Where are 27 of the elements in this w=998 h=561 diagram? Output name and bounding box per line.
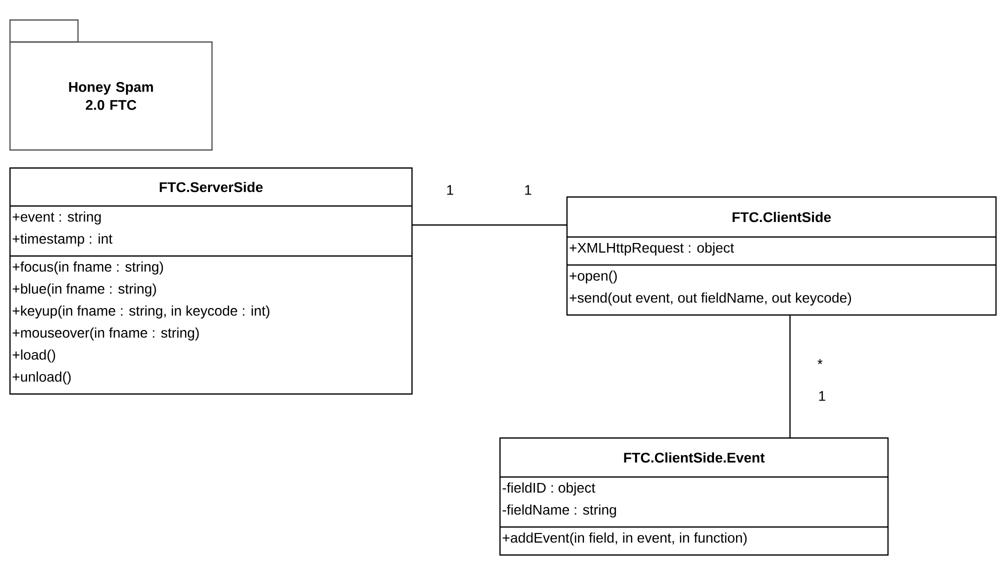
class-name: FTC.ClientSide — [732, 212, 831, 222]
multiplicity-label: 1 — [447, 185, 454, 195]
class-box — [499, 437, 889, 556]
multiplicity-label: 1 — [819, 391, 826, 401]
method-text: +open() — [570, 270, 617, 284]
class-box — [9, 167, 413, 395]
method-text: +focus(in fname : string) — [12, 261, 163, 274]
association-line — [412, 224, 567, 226]
attribute-text: +event : string — [12, 211, 101, 224]
attribute-text: +timestamp : int — [12, 233, 112, 246]
method-text: +addEvent(in field, in event, in function) — [502, 532, 747, 546]
method-text: +load() — [12, 349, 56, 362]
class-name: FTC.ClientSide.Event — [624, 452, 765, 463]
multiplicity-label: 1 — [525, 185, 532, 195]
attribute-text: -fieldName : string — [502, 504, 616, 518]
association-line — [789, 314, 791, 438]
method-text: +unload() — [12, 371, 71, 384]
method-text: +mouseover(in fname : string) — [12, 327, 199, 340]
class-name: FTC.ServerSide — [160, 182, 263, 192]
class-box — [566, 196, 997, 316]
method-text: +send(out event, out fieldName, out keycode) — [570, 292, 851, 306]
attribute-text: -fieldID : object — [502, 482, 596, 496]
method-text: +keyup(in fname : string, in keycode : int) — [12, 305, 270, 318]
package-box: Honey Spam 2.0 FTC — [9, 19, 213, 151]
method-text: +blue(in fname : string) — [12, 283, 156, 296]
attribute-text: +XMLHttpRequest : object — [570, 242, 734, 256]
multiplicity-label: * — [818, 359, 823, 364]
